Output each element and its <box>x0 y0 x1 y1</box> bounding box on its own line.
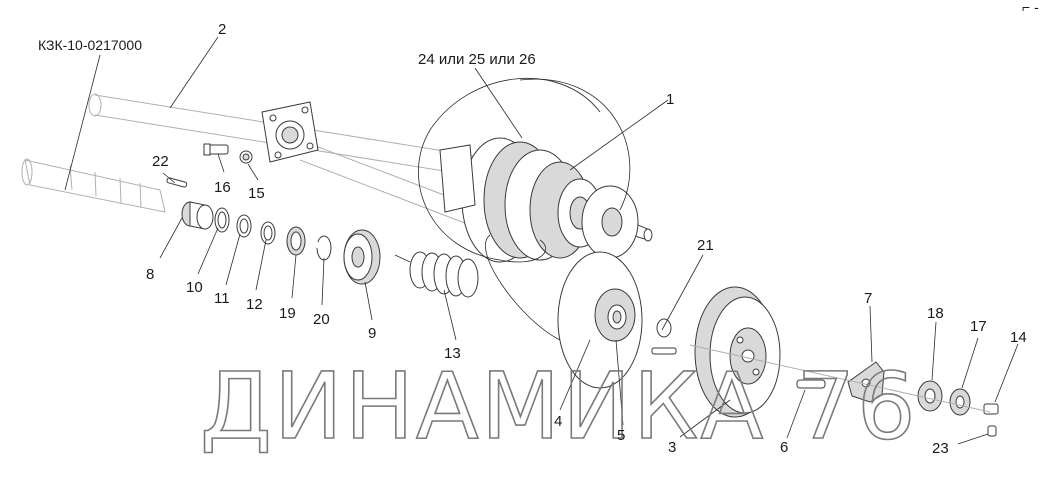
oring-part-21 <box>656 318 672 338</box>
callout-14: 14 <box>1010 329 1027 346</box>
callout-15: 15 <box>248 185 265 202</box>
ring-part-12 <box>260 221 276 245</box>
bolt-part-16 <box>203 143 229 156</box>
callout-9: 9 <box>368 325 376 342</box>
assembly-code-label: КЗК-10-0217000 <box>38 37 142 53</box>
flange-plate <box>261 101 319 163</box>
top-right-mark: ⌐ - <box>1022 0 1039 15</box>
callout-2: 2 <box>218 21 226 38</box>
watermark-text: ДИНАМИКА 76 <box>200 353 918 460</box>
pin-small <box>651 347 677 355</box>
ring-part-11 <box>236 214 252 238</box>
callout-8: 8 <box>146 266 154 283</box>
pulley-assembly-part-1 <box>439 137 653 263</box>
callout-12: 12 <box>246 296 263 313</box>
nut-part-17 <box>949 388 971 416</box>
callout-19: 19 <box>279 305 296 322</box>
callout-6: 6 <box>780 439 788 456</box>
callout-10: 10 <box>186 279 203 296</box>
circlip-part-20 <box>316 235 332 261</box>
disc-part-9 <box>343 229 381 285</box>
callout-13: 13 <box>444 345 461 362</box>
callout-3: 3 <box>668 439 676 456</box>
pin-part-6 <box>796 379 826 389</box>
callout-7: 7 <box>864 290 872 307</box>
callout-18: 18 <box>927 305 944 322</box>
nut-part-15 <box>239 150 253 164</box>
callout-22: 22 <box>152 153 169 170</box>
callout-20: 20 <box>313 311 330 328</box>
callout-11: 11 <box>214 290 230 307</box>
callout-16: 16 <box>214 179 231 196</box>
callout-23: 23 <box>932 440 949 457</box>
nut-part-18 <box>917 380 943 412</box>
callout-21: 21 <box>697 237 714 254</box>
callout-1: 1 <box>666 91 674 108</box>
pulley-part-3 <box>694 286 781 418</box>
hub-part-5 <box>594 288 636 342</box>
callout-17: 17 <box>970 318 987 335</box>
bushing-part-8 <box>181 201 214 230</box>
bearing-part-19 <box>286 226 306 256</box>
callout-24: 24 или 25 или 26 <box>418 51 536 68</box>
callout-5: 5 <box>617 427 625 444</box>
fitting-part-23 <box>987 425 997 437</box>
leader-lines <box>64 36 1019 445</box>
ring-part-10 <box>214 207 230 233</box>
spring-part-13 <box>394 251 479 298</box>
left-shaft-end <box>21 158 166 213</box>
bolt-part-14 <box>983 403 999 415</box>
callout-4: 4 <box>554 413 562 430</box>
